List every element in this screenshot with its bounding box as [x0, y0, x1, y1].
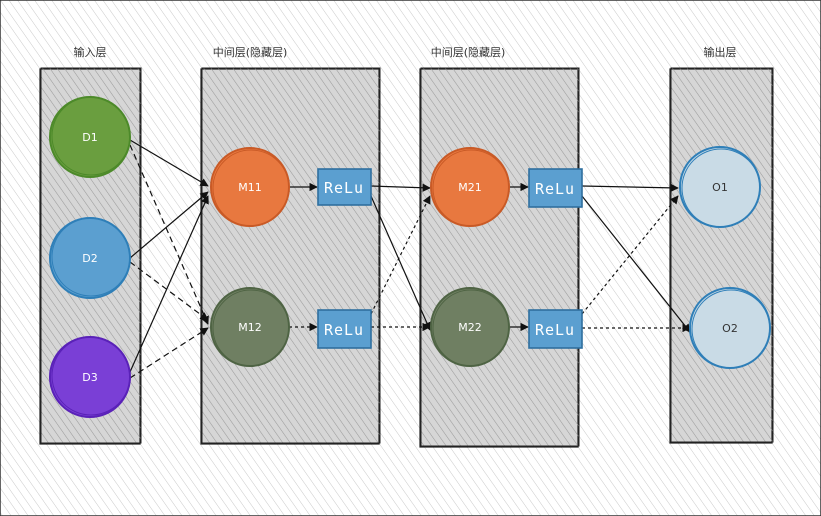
- relu-box-h2-top: ReLu: [528, 168, 583, 208]
- node-m21-sketch-ring: [432, 149, 510, 227]
- node-d1-sketch-ring: [51, 96, 131, 176]
- relu-box-h1-top-label: ReLu: [324, 179, 364, 197]
- relu-box-h1-bottom-label: ReLu: [324, 321, 364, 339]
- relu-box-h2-top-rect: [528, 168, 583, 208]
- node-o1: O1: [679, 146, 761, 228]
- layer-panel-hidden2: [419, 67, 580, 448]
- node-m12-label: M12: [238, 321, 262, 334]
- edges-hidden2-to-output: [581, 183, 691, 333]
- node-o2-label: O2: [722, 322, 738, 335]
- node-m11-label: M11: [238, 181, 262, 194]
- node-d2-sketch-ring: [51, 217, 131, 297]
- edge-d3-m12: [129, 327, 209, 379]
- node-m22-label: M22: [458, 321, 482, 334]
- node-d1-label: D1: [82, 131, 97, 144]
- relu-box-h2-top-label: ReLu: [535, 180, 575, 198]
- node-o2: O2: [689, 287, 771, 369]
- node-d1: D1: [49, 96, 131, 178]
- edge-relu21-o2: [581, 195, 691, 333]
- edge-d1-m11: [129, 139, 209, 187]
- relu-box-h2-bottom: ReLu: [528, 309, 583, 349]
- node-o1-label: O1: [712, 181, 728, 194]
- node-d2: D2: [49, 217, 131, 299]
- node-o1-sketch-ring: [681, 148, 761, 228]
- edge-d3-m11: [129, 195, 209, 373]
- node-m22: M22: [430, 287, 510, 367]
- relu-box-h1-bottom-rect: [317, 309, 372, 349]
- layer-title-hidden1: 中间层(隐藏层): [213, 46, 288, 59]
- node-m11: M11: [210, 147, 290, 227]
- layer-title-input: 输入层: [74, 45, 107, 59]
- edges-hidden1-to-relu: [289, 182, 318, 332]
- relu-box-h1-top-rect: [317, 168, 372, 206]
- node-m11-sketch-ring: [212, 149, 290, 227]
- edges-hidden2-to-relu: [509, 182, 529, 332]
- layer-title-output: 输出层: [704, 45, 737, 59]
- node-m12-sketch-ring: [212, 289, 290, 367]
- edge-d2-m11: [129, 191, 209, 259]
- node-d2-label: D2: [82, 252, 97, 265]
- edge-relu11-m21: [370, 183, 431, 192]
- relu-box-h2-bottom-label: ReLu: [535, 321, 575, 339]
- edge-relu12-m21: [370, 195, 431, 315]
- edge-relu21-o1: [581, 183, 679, 193]
- node-o2-sketch-ring: [691, 289, 771, 369]
- edges-input-to-hidden1: [129, 139, 209, 379]
- relu-box-h1-top: ReLu: [317, 168, 372, 206]
- node-d3: D3: [49, 336, 131, 418]
- relu-box-h2-bottom-rect: [528, 309, 583, 349]
- edges-hidden1-to-hidden2: [370, 183, 431, 332]
- edge-relu22-o1: [581, 195, 679, 315]
- node-d3-label: D3: [82, 371, 97, 384]
- node-m21-label: M21: [458, 181, 482, 194]
- node-m12: M12: [210, 287, 290, 367]
- layer-title-hidden2: 中间层(隐藏层): [431, 46, 506, 59]
- edge-relu11-m22: [370, 195, 431, 331]
- node-d3-sketch-ring: [51, 336, 131, 416]
- layer-panel-output: [669, 67, 774, 444]
- node-m21: M21: [430, 147, 510, 227]
- edge-d2-m12: [129, 261, 209, 321]
- layer-panel-hidden1: [200, 67, 381, 445]
- edge-d1-m12: [129, 144, 209, 325]
- relu-box-h1-bottom: ReLu: [317, 309, 372, 349]
- node-m22-sketch-ring: [432, 289, 510, 367]
